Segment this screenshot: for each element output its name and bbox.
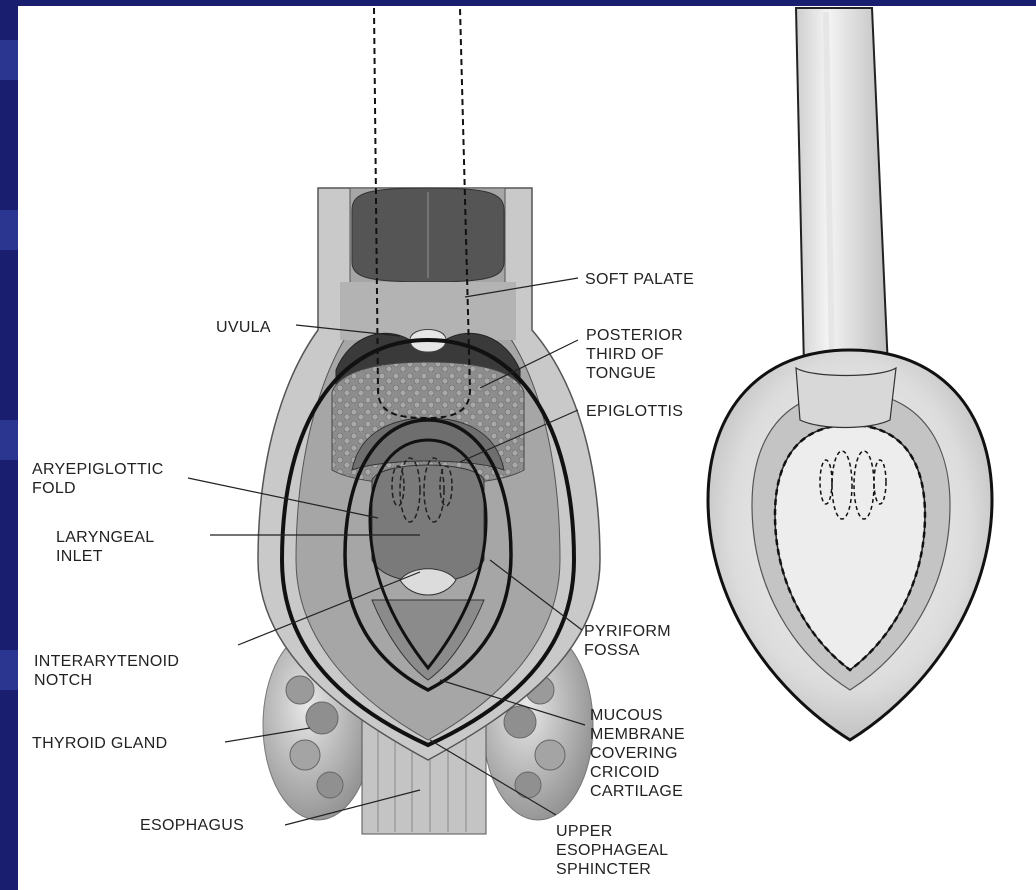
laryngeal-inlet-shape	[372, 465, 484, 583]
mask-illustration	[708, 8, 992, 740]
label-uvula: UVULA	[216, 319, 271, 336]
label-upper-esophageal-sphincter: UPPER ESOPHAGEAL SPHINCTER	[556, 823, 673, 878]
label-posterior-third-of-tongue: POSTERIOR THIRD OF TONGUE	[586, 327, 688, 382]
label-thyroid-gland: THYROID GLAND	[32, 735, 167, 752]
label-esophagus: ESOPHAGUS	[140, 817, 244, 834]
label-pyriform-fossa: PYRIFORM FOSSA	[584, 623, 676, 659]
label-laryngeal-inlet: LARYNGEAL INLET	[56, 529, 159, 565]
label-soft-palate: SOFT PALATE	[585, 271, 694, 288]
label-aryepiglottic-fold: ARYEPIGLOTTIC FOLD	[32, 461, 168, 497]
mask-tube	[796, 8, 888, 368]
label-mucous-membrane: MUCOUS MEMBRANE COVERING CRICOID CARTILA…	[590, 707, 690, 800]
pharynx-illustration	[258, 8, 600, 834]
label-interarytenoid-notch: INTERARYTENOID NOTCH	[34, 653, 184, 689]
label-epiglottis: EPIGLOTTIS	[586, 403, 683, 420]
